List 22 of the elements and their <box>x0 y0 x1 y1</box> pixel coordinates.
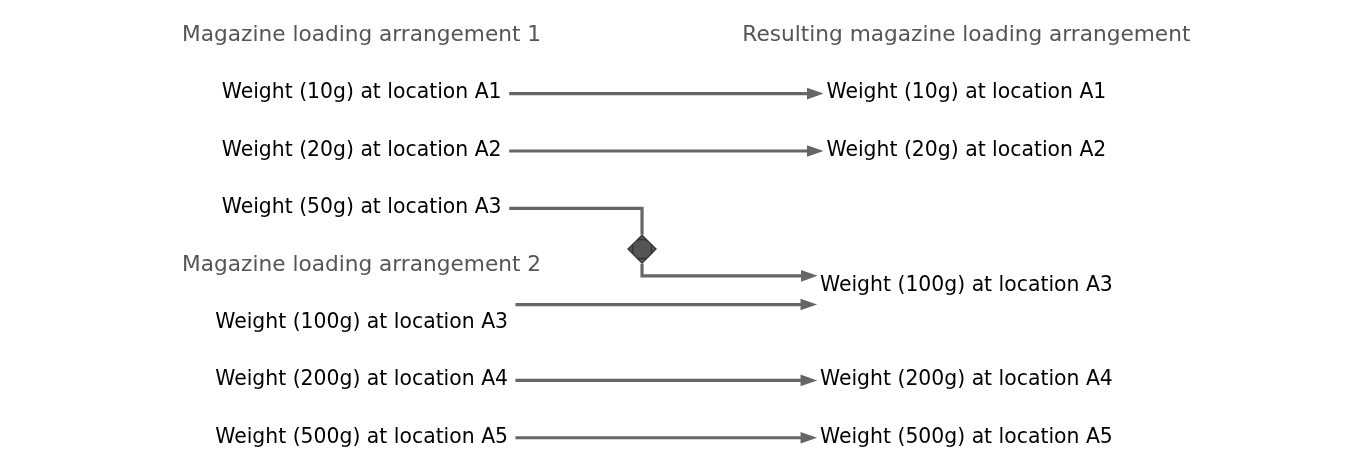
node-text: Weight (200g) at location A4 <box>215 366 509 391</box>
label: Resulting magazine loading arrangement <box>742 21 1191 47</box>
arrow <box>515 431 818 444</box>
node-text: Weight (50g) at location A3 <box>221 194 502 219</box>
node-text: Weight (10g) at location A1 <box>826 79 1107 104</box>
node-text: Weight (20g) at location A2 <box>826 136 1107 161</box>
arrow <box>515 298 818 311</box>
node-text: Weight (200g) at location A4 <box>819 366 1113 391</box>
arrow <box>509 87 824 100</box>
arrow <box>640 263 818 282</box>
arrow <box>509 145 824 157</box>
node-text: Weight (10g) at location A1 <box>221 79 502 104</box>
label: Magazine loading arrangement 1 <box>182 21 542 47</box>
connector <box>509 206 644 235</box>
arrow <box>515 374 818 387</box>
node-text: Weight (100g) at location A3 <box>215 308 509 333</box>
label: Magazine loading arrangement 2 <box>182 250 542 276</box>
node-text: Weight (20g) at location A2 <box>221 136 502 161</box>
node-text: Weight (100g) at location A3 <box>819 271 1113 296</box>
node-text: Weight (500g) at location A5 <box>215 423 509 448</box>
node-text: Weight (500g) at location A5 <box>819 423 1113 448</box>
node-cross <box>627 234 657 265</box>
